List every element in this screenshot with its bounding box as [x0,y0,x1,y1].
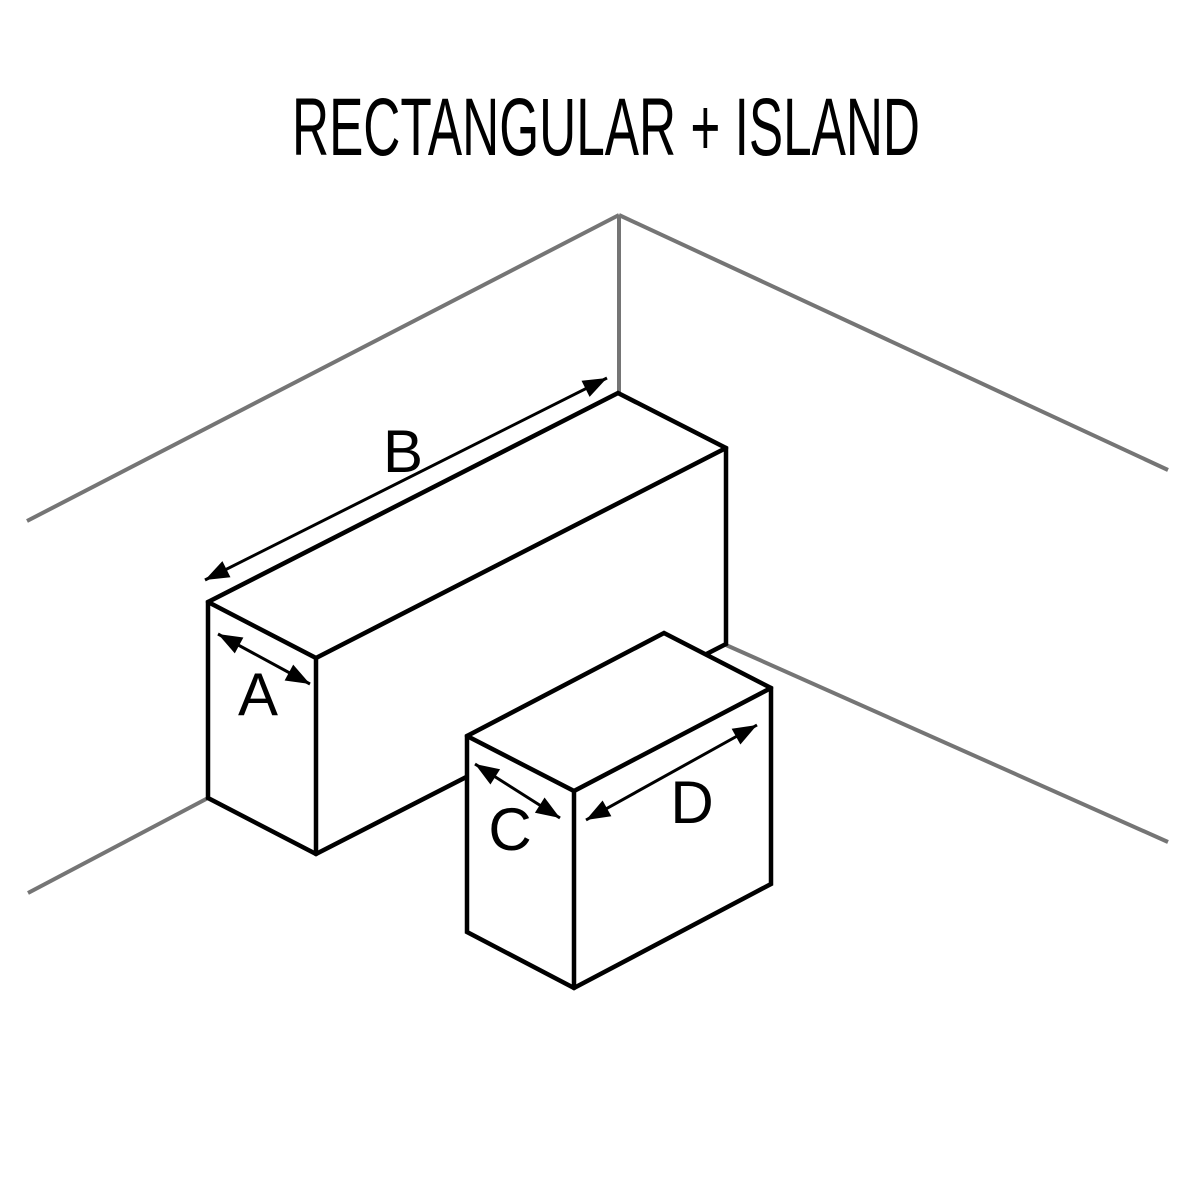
room-outline [26,213,1169,895]
dimension-d-label: D [670,769,713,836]
dimension-d-arrow [585,723,758,822]
page-title: RECTANGULAR + ISLAND [292,82,920,173]
dimension-c-arrow [474,762,561,820]
right-floor-edge [725,643,1169,844]
left-floor-edge [27,796,209,895]
dimension-a-label: A [238,661,278,728]
dimension-c-label: C [488,796,531,863]
left-wall-top-edge [26,213,620,523]
dimension-a-arrow [217,632,311,686]
dimension-b-arrow [204,376,608,582]
dimension-b-label: B [383,418,423,485]
right-wall-top-edge [618,213,1169,472]
